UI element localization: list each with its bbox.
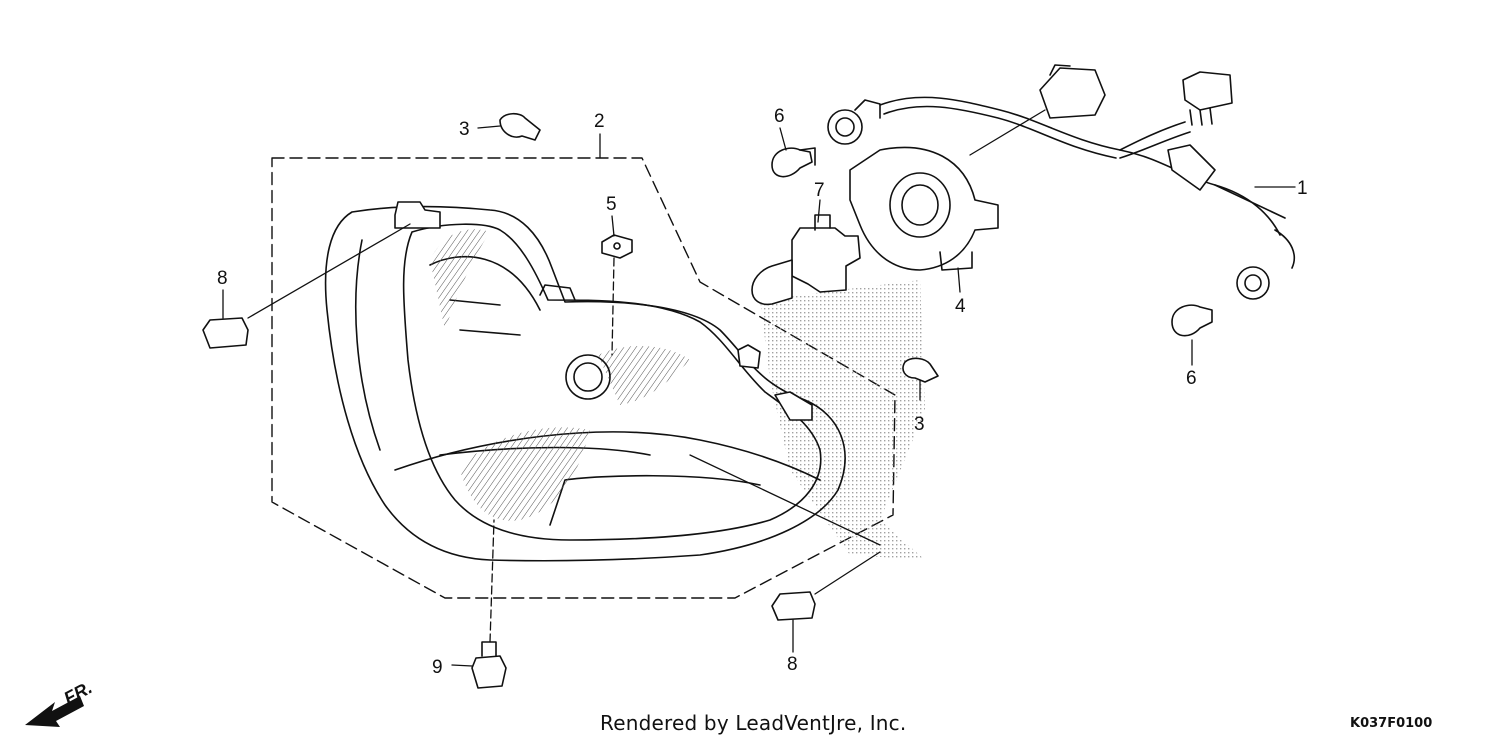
callout-6b: 6 — [1186, 368, 1197, 389]
leader-7 — [817, 199, 821, 223]
small-bulb-right — [1171, 304, 1213, 337]
callout-7: 7 — [814, 180, 825, 201]
assembly-boundary — [271, 157, 896, 599]
callout-9: 9 — [432, 657, 443, 678]
socket-cover — [849, 146, 999, 271]
nut — [601, 234, 633, 259]
install-line-grommet-right — [814, 551, 881, 595]
leader-4 — [957, 267, 961, 293]
render-credit: Rendered by LeadVentJre, Inc. — [600, 711, 907, 735]
callout-3b: 3 — [914, 414, 925, 435]
screw — [471, 641, 507, 689]
grommet-right — [771, 591, 816, 621]
callout-8b: 8 — [787, 654, 798, 675]
callout-2: 2 — [594, 111, 605, 132]
callout-8a: 8 — [217, 268, 228, 289]
callout-5: 5 — [606, 194, 617, 215]
install-line-screw — [489, 519, 495, 643]
leader-5 — [611, 215, 615, 237]
clip-upper — [499, 112, 541, 141]
small-bulb-left — [771, 147, 816, 178]
grommet-left — [202, 317, 249, 349]
install-line-nut — [611, 257, 615, 356]
callout-3a: 3 — [459, 119, 470, 140]
callout-4: 4 — [955, 296, 966, 317]
front-direction-arrow: FR. — [25, 677, 95, 727]
callout-6a: 6 — [774, 106, 785, 127]
diagram-code: K037F0100 — [1350, 716, 1433, 731]
headlight-assembly — [324, 201, 846, 562]
install-line-harness — [969, 109, 1046, 156]
install-line-socket — [689, 454, 881, 546]
callout-1: 1 — [1297, 178, 1308, 199]
install-line-grommet-left — [247, 223, 411, 319]
shading-stipple — [760, 280, 925, 560]
wiring-harness — [827, 64, 1296, 300]
leader-6a — [779, 127, 787, 151]
headlight-bulb — [751, 214, 861, 306]
leader-9 — [451, 664, 473, 667]
clip-lower — [902, 357, 939, 383]
leader-3a — [477, 125, 501, 129]
